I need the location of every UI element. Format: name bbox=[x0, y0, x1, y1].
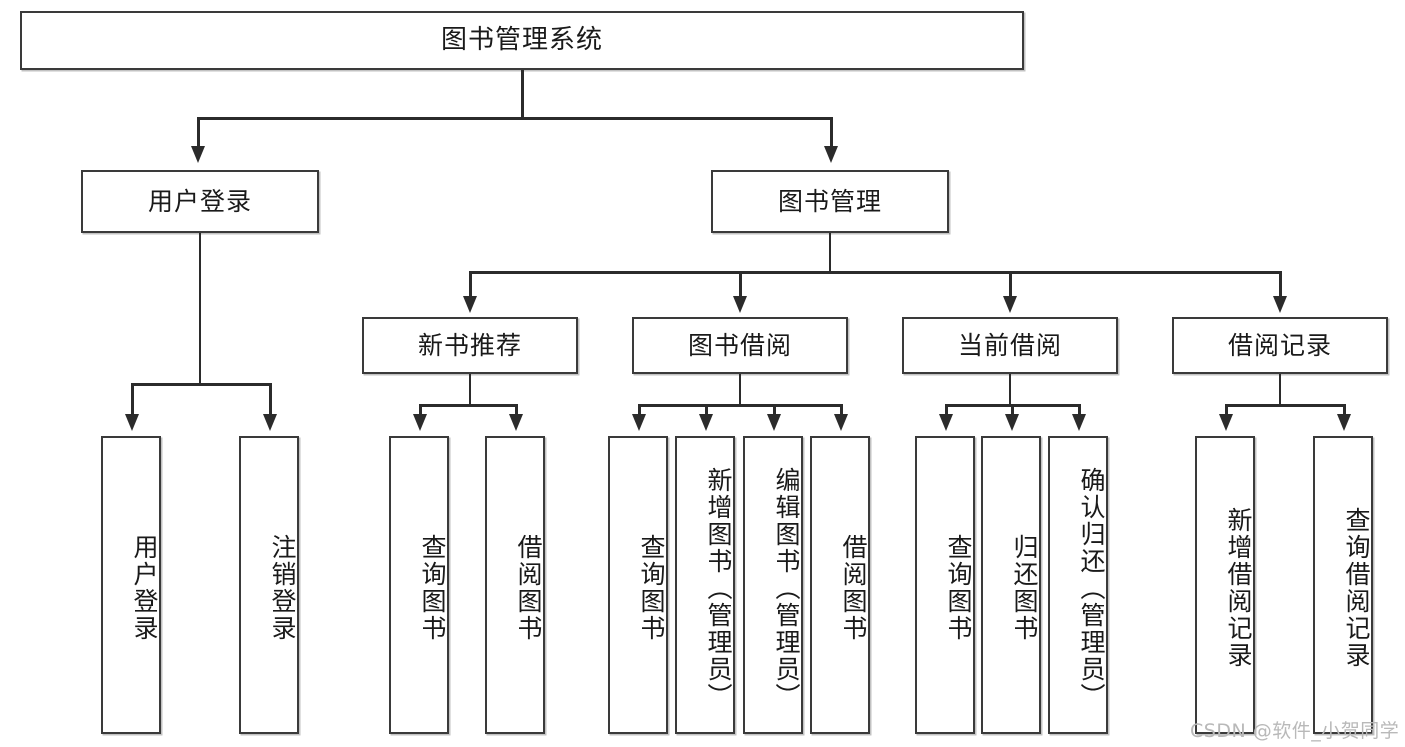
edge-drop-nb-leaf-1 bbox=[419, 404, 422, 417]
arrow-bb-leaf-3 bbox=[766, 414, 781, 431]
node-new-book-recommend[interactable]: 新书推荐 bbox=[362, 317, 578, 374]
leaf-add-borrow-record[interactable]: 新增借阅记录 bbox=[1195, 436, 1255, 734]
edge-drop-bb-leaf-3 bbox=[773, 404, 776, 417]
arrow-bb-leaf-4 bbox=[833, 414, 848, 431]
arrow-bb-leaf-1 bbox=[631, 414, 646, 431]
node-label: 编辑图书（管理员） bbox=[772, 466, 801, 710]
leaf-user-login[interactable]: 用户登录 bbox=[101, 436, 161, 734]
node-label: 借阅图书 bbox=[514, 534, 543, 642]
arrow-nb-leaf-1 bbox=[412, 414, 427, 431]
edge-drop-borrow-record bbox=[1279, 271, 1282, 297]
arrow-current-borrow bbox=[1002, 296, 1017, 313]
leaf-query-book[interactable]: 查询图书 bbox=[608, 436, 668, 734]
edge-borrow-record-stem bbox=[1278, 374, 1282, 405]
edge-drop-br-leaf-1 bbox=[1225, 404, 1228, 417]
node-label: 查询图书 bbox=[418, 534, 447, 642]
node-label: 查询图书 bbox=[944, 534, 973, 642]
edge-drop-br-leaf-2 bbox=[1343, 404, 1346, 417]
arrow-cb-leaf-1 bbox=[938, 414, 953, 431]
leaf-add-book-admin[interactable]: 新增图书（管理员） bbox=[675, 436, 735, 734]
node-user-login[interactable]: 用户登录 bbox=[81, 170, 319, 233]
arrow-br-leaf-2 bbox=[1336, 414, 1351, 431]
edge-drop-leaf-logout bbox=[269, 383, 272, 415]
edge-drop-book-borrow bbox=[739, 271, 742, 297]
node-root-system[interactable]: 图书管理系统 bbox=[20, 11, 1024, 70]
edge-bus-level3 bbox=[469, 271, 1281, 274]
arrow-cb-leaf-2 bbox=[1004, 414, 1019, 431]
edge-drop-user-login bbox=[197, 117, 200, 147]
node-label: 图书管理系统 bbox=[440, 24, 603, 55]
node-label: 图书借阅 bbox=[687, 330, 792, 360]
arrow-book-mgmt bbox=[823, 146, 838, 163]
arrow-new-book bbox=[462, 296, 477, 313]
edge-user-login-stem bbox=[198, 233, 202, 384]
node-label: 借阅记录 bbox=[1227, 330, 1332, 360]
edge-drop-leaf-user-login bbox=[131, 383, 134, 415]
edge-bus-book-borrow-leaves bbox=[638, 404, 840, 407]
edge-drop-current-borrow bbox=[1009, 271, 1012, 297]
arrow-bb-leaf-2 bbox=[698, 414, 713, 431]
arrow-cb-leaf-3 bbox=[1071, 414, 1086, 431]
leaf-confirm-return-admin[interactable]: 确认归还（管理员） bbox=[1048, 436, 1108, 734]
leaf-query-borrow-record[interactable]: 查询借阅记录 bbox=[1313, 436, 1373, 734]
edge-drop-new-book bbox=[469, 271, 472, 297]
node-label: 查询图书 bbox=[637, 534, 666, 642]
node-label: 图书管理 bbox=[777, 186, 882, 216]
edge-book-borrow-stem bbox=[738, 374, 742, 405]
arrow-borrow-record bbox=[1272, 296, 1287, 313]
leaf-logout[interactable]: 注销登录 bbox=[239, 436, 299, 734]
node-current-borrow[interactable]: 当前借阅 bbox=[902, 317, 1118, 374]
node-book-borrow[interactable]: 图书借阅 bbox=[632, 317, 848, 374]
node-book-management[interactable]: 图书管理 bbox=[711, 170, 949, 233]
edge-drop-nb-leaf-2 bbox=[515, 404, 518, 417]
node-label: 注销登录 bbox=[268, 534, 297, 642]
edge-root-stem bbox=[521, 70, 524, 118]
edge-drop-bb-leaf-2 bbox=[705, 404, 708, 417]
edge-bus-borrow-record-leaves bbox=[1225, 404, 1344, 407]
edge-bus-new-book-leaves bbox=[419, 404, 517, 407]
node-label: 确认归还（管理员） bbox=[1077, 466, 1106, 710]
node-label: 新增借阅记录 bbox=[1224, 507, 1253, 669]
arrow-br-leaf-1 bbox=[1218, 414, 1233, 431]
edge-drop-cb-leaf-2 bbox=[1011, 404, 1014, 417]
arrow-nb-leaf-2 bbox=[508, 414, 523, 431]
edge-current-borrow-stem bbox=[1008, 374, 1012, 405]
watermark-text: CSDN @软件_小贺同学 bbox=[1190, 720, 1400, 742]
node-label: 用户登录 bbox=[147, 186, 252, 216]
node-label: 借阅图书 bbox=[839, 534, 868, 642]
edge-bus-user-login-leaves bbox=[131, 383, 271, 386]
arrow-user-login bbox=[190, 146, 205, 163]
edge-bus-level2 bbox=[197, 117, 833, 120]
leaf-query-book-current[interactable]: 查询图书 bbox=[915, 436, 975, 734]
node-label: 查询借阅记录 bbox=[1342, 507, 1371, 669]
arrow-leaf-logout bbox=[262, 414, 277, 431]
node-label: 当前借阅 bbox=[957, 330, 1062, 360]
edge-drop-cb-leaf-1 bbox=[945, 404, 948, 417]
leaf-borrow-book[interactable]: 借阅图书 bbox=[810, 436, 870, 734]
node-label: 新增图书（管理员） bbox=[704, 466, 733, 710]
node-label: 归还图书 bbox=[1010, 534, 1039, 642]
edge-drop-bb-leaf-1 bbox=[638, 404, 641, 417]
edge-drop-cb-leaf-3 bbox=[1078, 404, 1081, 417]
arrow-book-borrow bbox=[732, 296, 747, 313]
leaf-return-book[interactable]: 归还图书 bbox=[981, 436, 1041, 734]
edge-drop-bb-leaf-4 bbox=[840, 404, 843, 417]
edge-new-book-stem bbox=[468, 374, 472, 405]
leaf-borrow-book-recommend[interactable]: 借阅图书 bbox=[485, 436, 545, 734]
node-borrow-record[interactable]: 借阅记录 bbox=[1172, 317, 1388, 374]
edge-drop-book-mgmt bbox=[830, 117, 833, 147]
node-label: 用户登录 bbox=[130, 534, 159, 642]
leaf-edit-book-admin[interactable]: 编辑图书（管理员） bbox=[743, 436, 803, 734]
edge-book-mgmt-stem bbox=[828, 233, 832, 272]
arrow-leaf-user-login bbox=[124, 414, 139, 431]
node-label: 新书推荐 bbox=[417, 330, 522, 360]
leaf-query-book-recommend[interactable]: 查询图书 bbox=[389, 436, 449, 734]
